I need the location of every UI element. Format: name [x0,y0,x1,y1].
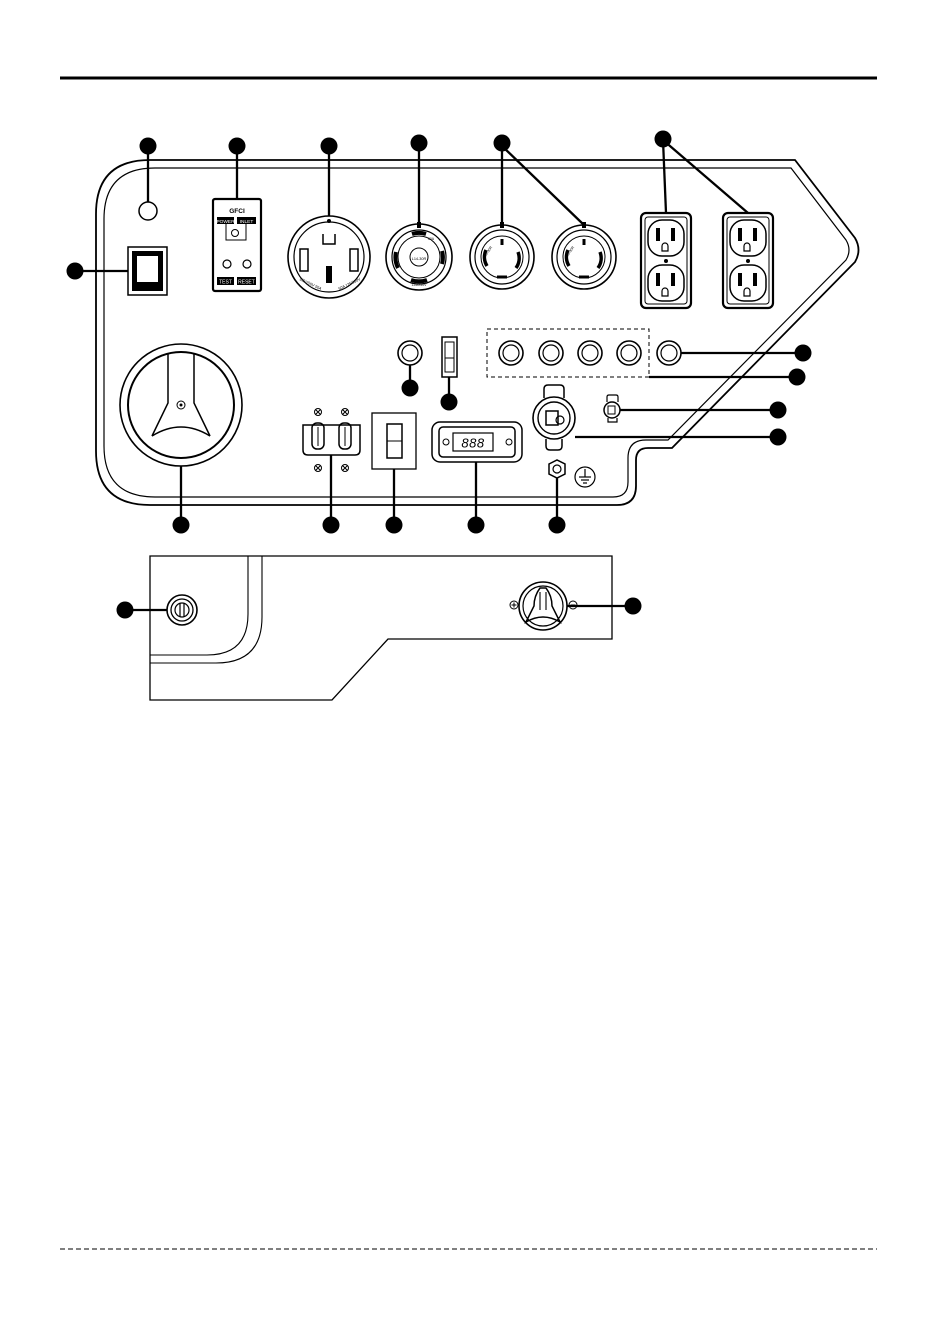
twistlock-l5-30r-2: L5-30R [552,222,616,289]
callout-marker [67,263,84,280]
gfci-test-label: TEST [219,280,232,286]
circuit-breaker-small [398,341,422,365]
twistlock-l14-30r-text-2: 125/250V [412,283,428,287]
callout-marker [655,131,672,148]
digital-display: 888 [432,422,522,462]
gfci-title: GFCI [229,208,245,215]
ground-icon [575,467,595,487]
callout-marker [117,602,134,619]
breaker-group [487,329,649,377]
gfci-module: GFCI POWER INLET TEST RESET [213,199,261,291]
callout-marker [789,369,806,386]
callout-marker [770,429,787,446]
main-switch [128,247,167,295]
main-panel-outline [96,160,859,505]
toggle-switch [442,337,457,377]
callout-marker [411,135,428,152]
choke-knob [167,595,197,625]
callout-marker [441,394,458,411]
gfci-reset-label: RESET [238,280,255,286]
dc-socket-12v [533,385,575,450]
receptacle-14-50r-right-text: 50A 125/250V [338,277,362,291]
duplex-outlet-2 [723,213,773,308]
indicator-light [139,202,157,220]
callout-markers [67,131,812,619]
callout-marker [386,517,403,534]
engine-switch-knob [510,582,577,630]
display-digits: 888 [461,436,484,451]
callout-marker [625,598,642,615]
receptacle-14-50r: 125/250V 50A 50A 125/250V [288,216,370,298]
twistlock-l14-30r: L14-30R 30A 125/250V [386,222,452,290]
duplex-outlet-1 [641,213,691,308]
callout-marker [549,517,566,534]
callout-marker [323,517,340,534]
twistlock-l5-30r-1-text: L5-30R [483,245,493,257]
callout-marker [468,517,485,534]
callout-marker [770,402,787,419]
breaker-main [657,341,681,365]
gfci-inlet-label: INLET [240,219,254,225]
gfci-indicator-led [232,230,239,237]
callout-marker [494,135,511,152]
callout-marker [795,345,812,362]
twistlock-l14-30r-center-label: L14-30R [412,257,427,261]
gfci-test-button [223,260,231,268]
usb-port [604,395,620,422]
callout-marker [173,517,190,534]
gfci-reset-button [243,260,251,268]
callout-marker [402,380,419,397]
fuel-valve-knob [120,344,242,466]
callout-marker [321,138,338,155]
twistlock-l14-30r-text-1: 30A [428,237,435,241]
lower-panel-outline [150,556,612,700]
twistlock-l5-30r-2-text: L5-30R [565,245,575,257]
voltage-selector-switch [372,413,416,469]
ground-terminal [549,460,565,478]
callout-leaders [75,140,803,610]
callout-marker [229,138,246,155]
callout-marker [140,138,157,155]
twistlock-l5-30r-1: L5-30R [470,222,534,289]
